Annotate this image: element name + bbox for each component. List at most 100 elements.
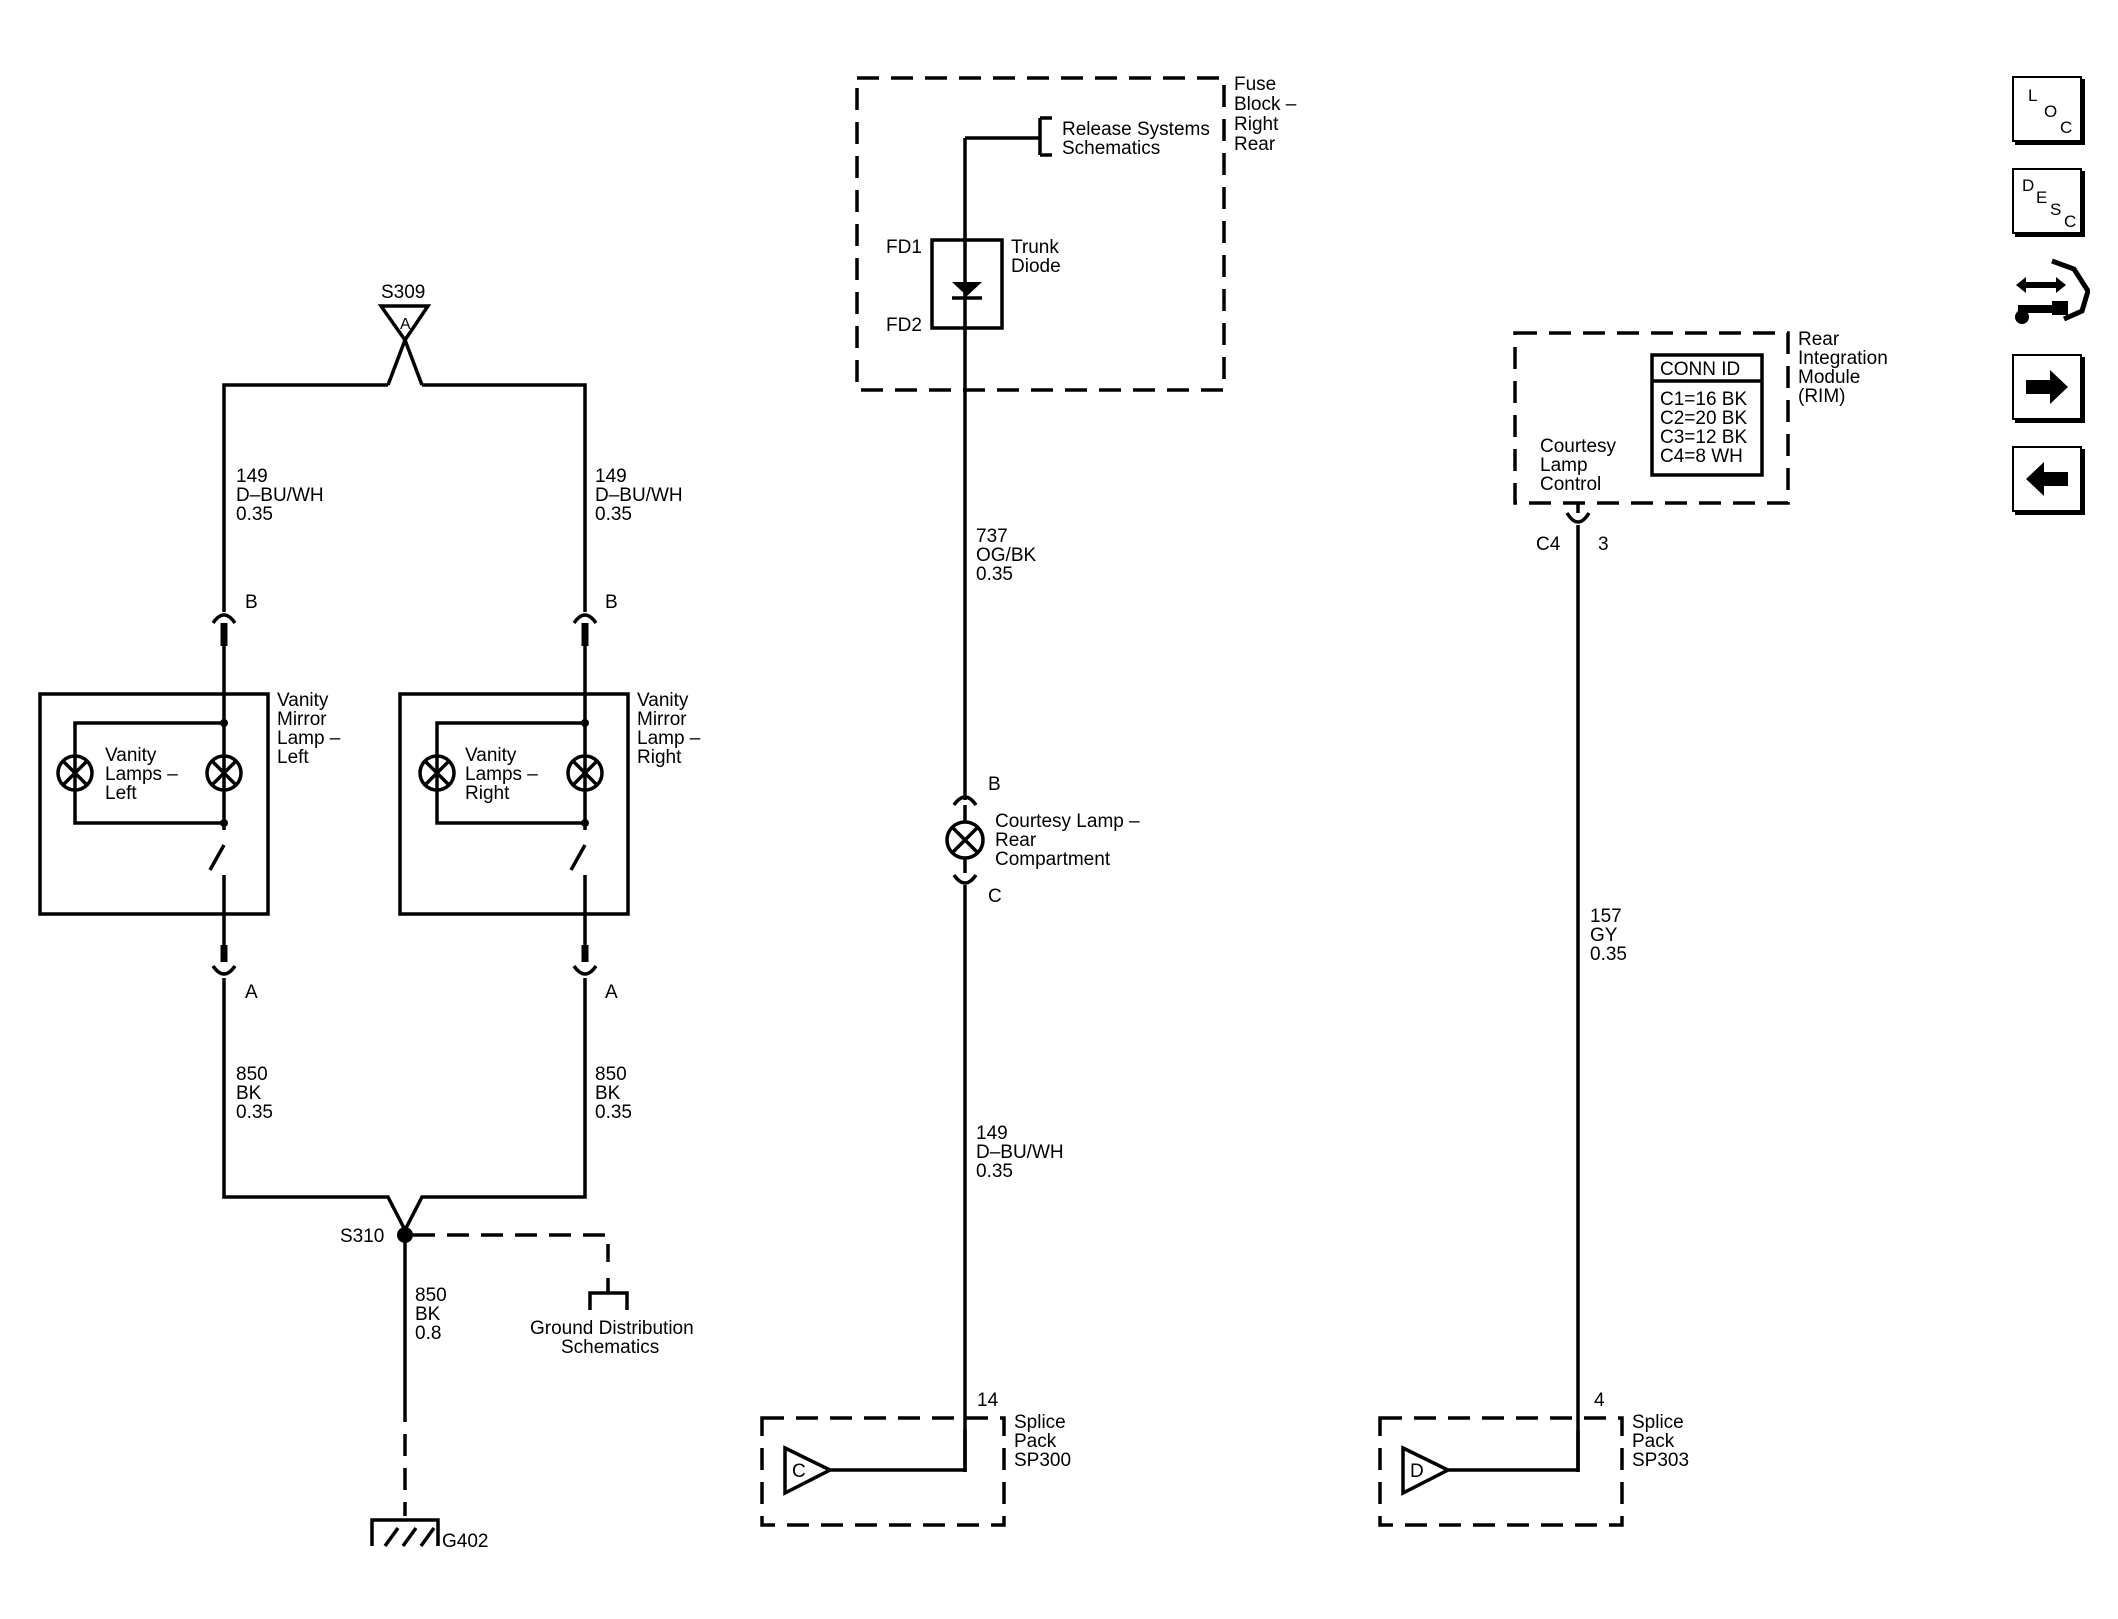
sp300-outline [760, 1416, 1006, 1527]
splice-triangle-icon [1401, 1445, 1452, 1496]
release-systems-ref[interactable]: Release Systems Schematics [965, 116, 1210, 159]
vanity-left-box [38, 692, 270, 916]
forward-button[interactable] [2012, 354, 2082, 420]
fuse-block-label-2: Block – [1234, 94, 1297, 115]
wire-850-right-gauge: 0.35 [595, 1102, 632, 1123]
trunk-diode: FD1 FD2 Trunk Diode [886, 237, 1061, 336]
lamp-bulb-icon [418, 754, 456, 792]
conn-id-title: CONN ID [1660, 359, 1740, 380]
wire-149-right-label: 149 D–BU/WH 0.35 [595, 466, 683, 525]
g402-id: G402 [442, 1531, 488, 1552]
vanity-right-lamps-3: Right [465, 783, 510, 804]
wire-157-label: 157 GY 0.35 [1590, 906, 1627, 965]
s309-triangle-icon [377, 304, 432, 344]
wrench-arrows-icon[interactable] [2012, 255, 2091, 337]
splice-s310: S310 [340, 1226, 610, 1516]
rim-name-3: Module [1798, 367, 1860, 388]
lamp-bulb-icon [205, 754, 243, 792]
arrow-right-icon [2026, 370, 2068, 404]
wire-850-left-circuit: 850 [236, 1064, 268, 1085]
wire-850-left-gauge: 0.35 [236, 1102, 273, 1123]
conn-id-c2: C2=20 BK [1660, 408, 1747, 429]
desc-letter-c: C [2064, 212, 2077, 231]
rim-name-1: Rear [1798, 329, 1840, 350]
vanity-mirror-lamp-left: Vanity Lamps – Left Vanity Mirror Lamp –… [38, 646, 341, 962]
sp303-letter: D [1410, 1461, 1424, 1482]
desc-letter-e: E [2036, 188, 2048, 207]
conn-id-table [1650, 353, 1764, 477]
sp300-letter: C [792, 1461, 806, 1482]
wire-149-right [422, 383, 587, 612]
vanity-right-mirror-1: Vanity [637, 690, 689, 711]
lamp-bulb-icon [56, 754, 94, 792]
wire-850-right-label: 850 BK 0.35 [595, 1064, 632, 1123]
wire-850-ground-bus [222, 978, 587, 1234]
diode-label-1: Trunk [1011, 237, 1059, 258]
left-pin-a: A [245, 982, 258, 1003]
fuse-block-label-3: Right [1234, 114, 1279, 135]
vanity-left-lamps-3: Left [105, 783, 137, 804]
loc-button[interactable]: L O C [2012, 76, 2082, 142]
wire-850-ground-gauge: 0.8 [415, 1323, 441, 1344]
vanity-right-lamps-1: Vanity [465, 745, 517, 766]
loc-letter-o: O [2044, 102, 2058, 121]
loc-letter-c: C [2060, 118, 2073, 137]
wire-737-circuit: 737 [976, 526, 1008, 547]
diode-label-2: Diode [1011, 256, 1061, 277]
splice-pack-sp300: C 14 Splice Pack SP300 [760, 1390, 1071, 1527]
vanity-left-switch [208, 823, 226, 962]
sp300-label-3: SP300 [1014, 1450, 1071, 1471]
release-ref-line-2: Schematics [1062, 138, 1160, 159]
vanity-right-mirror-4: Right [637, 747, 682, 768]
back-button[interactable] [2012, 446, 2082, 512]
courtesy-lamp-label-3: Compartment [995, 849, 1111, 870]
s309-letter: A [400, 316, 411, 333]
fuse-block-outline [855, 76, 1226, 392]
wire-149-left-label: 149 D–BU/WH 0.35 [236, 466, 324, 525]
vanity-left-mirror-2: Mirror [277, 709, 327, 730]
vanity-left-mirror-4: Left [277, 747, 309, 768]
desc-letter-s: S [2050, 200, 2062, 219]
vanity-right-lamps-2: Lamps – [465, 764, 538, 785]
lamp-bulb-icon [566, 754, 604, 792]
sp303-outline [1378, 1416, 1624, 1527]
fuse-block-label-1: Fuse [1234, 74, 1276, 95]
rim-control-3: Control [1540, 474, 1601, 495]
desc-letter-d: D [2022, 176, 2035, 195]
wire-850-right-color: BK [595, 1083, 621, 1104]
wire-149-center-gauge: 0.35 [976, 1161, 1013, 1182]
courtesy-lamp: B C Courtesy Lamp – Rear Compartment [945, 774, 1140, 907]
wire-157-color: GY [1590, 925, 1618, 946]
arrow-left-icon [2026, 462, 2068, 496]
ground-symbol-icon [370, 1518, 440, 1546]
wire-850-ground-circuit: 850 [415, 1285, 447, 1306]
wire-850-ground-color: BK [415, 1304, 441, 1325]
rim-pin-3: 3 [1598, 534, 1609, 555]
vanity-right-switch [569, 823, 587, 962]
wire-149-right-circuit: 149 [595, 466, 627, 487]
desc-button[interactable]: D E S C [2012, 168, 2082, 234]
sp300-label-1: Splice [1014, 1412, 1066, 1433]
right-pin-b: B [605, 592, 618, 613]
wire-737-gauge: 0.35 [976, 564, 1013, 585]
wire-149-center-circuit: 149 [976, 1123, 1008, 1144]
rim-name-2: Integration [1798, 348, 1888, 369]
splice-pack-sp303: D 4 Splice Pack SP303 [1378, 1390, 1689, 1527]
conn-id-c1: C1=16 BK [1660, 389, 1747, 410]
release-ref-line-1: Release Systems [1062, 119, 1210, 140]
s309-id: S309 [381, 282, 425, 303]
courtesy-pin-c: C [988, 886, 1002, 907]
courtesy-lamp-label-2: Rear [995, 830, 1037, 851]
fuse-block: Fuse Block – Right Rear [855, 74, 1297, 392]
loc-letter-l: L [2028, 86, 2038, 105]
wire-149-right-gauge: 0.35 [595, 504, 632, 525]
wire-149-left-color: D–BU/WH [236, 485, 324, 506]
courtesy-pin-b: B [988, 774, 1001, 795]
connector-b-icon [952, 795, 978, 807]
left-connector-a-icon [211, 964, 237, 976]
ground-distribution-ref[interactable]: Ground Distribution Schematics [530, 1278, 694, 1358]
wire-149-left-circuit: 149 [236, 466, 268, 487]
sp300-pin: 14 [977, 1390, 999, 1411]
rim-outline [1513, 331, 1790, 505]
